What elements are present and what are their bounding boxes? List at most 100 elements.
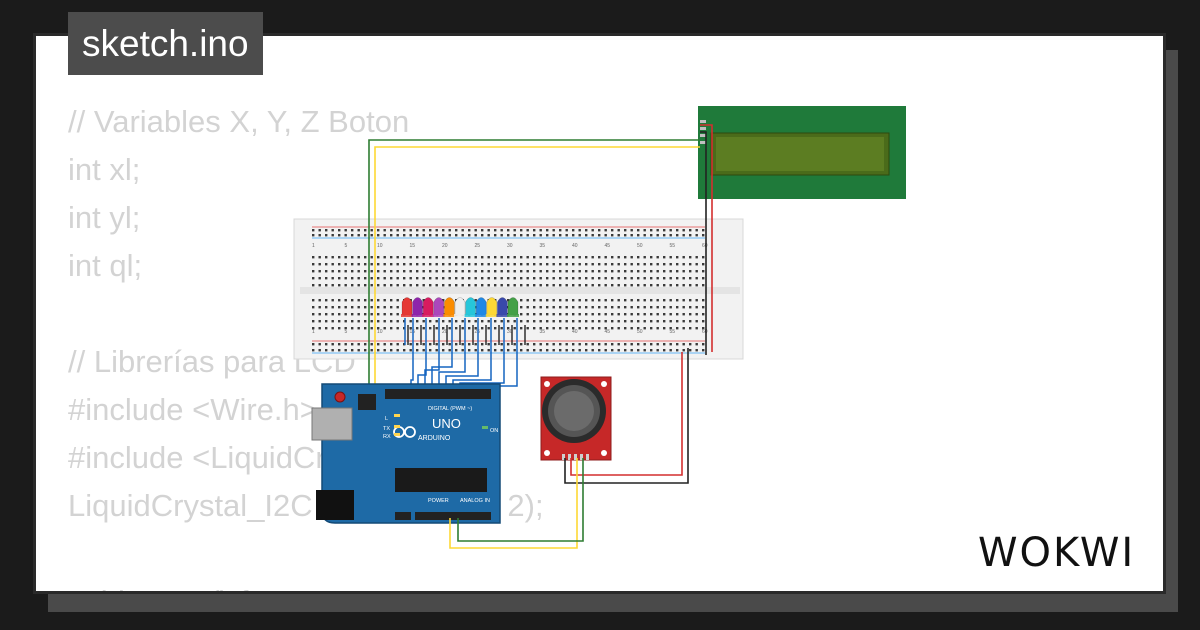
breadboard-hole — [533, 327, 536, 330]
breadboard-hole — [403, 327, 406, 330]
code-line: int xl; — [68, 152, 141, 187]
breadboard-hole — [565, 256, 568, 259]
breadboard-hole — [533, 349, 536, 352]
breadboard-hole — [539, 277, 542, 280]
breadboard-hole — [572, 270, 575, 273]
breadboard-hole — [364, 349, 367, 352]
breadboard-hole — [377, 327, 380, 330]
breadboard-column-number: 1 — [312, 329, 315, 335]
breadboard-hole — [611, 299, 614, 302]
breadboard-hole — [448, 229, 451, 232]
breadboard-hole — [546, 320, 549, 323]
breadboard-hole — [578, 306, 581, 309]
breadboard-hole — [455, 327, 458, 330]
breadboard-hole — [650, 313, 653, 316]
breadboard-hole — [611, 284, 614, 287]
breadboard-hole — [676, 299, 679, 302]
breadboard-hole — [507, 256, 510, 259]
breadboard-hole — [500, 234, 503, 237]
breadboard-hole — [455, 263, 458, 266]
breadboard-hole — [546, 229, 549, 232]
breadboard-hole — [669, 299, 672, 302]
breadboard-hole — [604, 343, 607, 346]
breadboard-hole — [682, 284, 685, 287]
breadboard-hole — [442, 343, 445, 346]
breadboard-hole — [468, 270, 471, 273]
tx-led-label: TX — [383, 426, 390, 432]
breadboard-hole — [513, 327, 516, 330]
breadboard-hole — [351, 320, 354, 323]
breadboard-hole — [591, 327, 594, 330]
breadboard-hole — [383, 234, 386, 237]
breadboard-hole — [695, 306, 698, 309]
breadboard-hole — [643, 349, 646, 352]
breadboard-hole — [617, 277, 620, 280]
breadboard-hole — [520, 299, 523, 302]
breadboard-hole — [409, 320, 412, 323]
breadboard-hole — [481, 270, 484, 273]
breadboard-hole — [578, 299, 581, 302]
led — [496, 297, 509, 317]
breadboard-hole — [578, 349, 581, 352]
breadboard-hole — [494, 320, 497, 323]
breadboard-hole — [546, 327, 549, 330]
breadboard-hole — [455, 343, 458, 346]
breadboard-hole — [702, 270, 705, 273]
breadboard-hole — [513, 270, 516, 273]
breadboard-hole — [520, 263, 523, 266]
breadboard-hole — [351, 327, 354, 330]
breadboard-column-number: 40 — [572, 243, 578, 249]
breadboard-hole — [611, 277, 614, 280]
breadboard-hole — [702, 234, 705, 237]
breadboard-hole — [481, 327, 484, 330]
breadboard-hole — [474, 306, 477, 309]
breadboard-hole — [611, 234, 614, 237]
breadboard-hole — [416, 270, 419, 273]
breadboard-hole — [669, 234, 672, 237]
breadboard-hole — [344, 284, 347, 287]
breadboard-hole — [669, 306, 672, 309]
breadboard-hole — [507, 270, 510, 273]
breadboard-hole — [676, 229, 679, 232]
breadboard-hole — [585, 234, 588, 237]
breadboard-hole — [617, 256, 620, 259]
breadboard-hole — [416, 343, 419, 346]
breadboard-hole — [695, 270, 698, 273]
breadboard-hole — [448, 263, 451, 266]
breadboard-hole — [442, 327, 445, 330]
breadboard-hole — [422, 320, 425, 323]
breadboard-column-number: 5 — [345, 243, 348, 249]
breadboard-hole — [312, 320, 315, 323]
breadboard-hole — [643, 327, 646, 330]
breadboard-hole — [494, 234, 497, 237]
breadboard-hole — [552, 263, 555, 266]
breadboard-hole — [546, 313, 549, 316]
breadboard-hole — [416, 256, 419, 259]
breadboard-hole — [325, 349, 328, 352]
breadboard-hole — [669, 256, 672, 259]
breadboard-hole — [650, 234, 653, 237]
breadboard-hole — [676, 270, 679, 273]
breadboard-hole — [663, 343, 666, 346]
breadboard-hole — [533, 313, 536, 316]
breadboard-hole — [474, 327, 477, 330]
breadboard-hole — [572, 256, 575, 259]
breadboard-hole — [351, 263, 354, 266]
breadboard-hole — [487, 256, 490, 259]
breadboard-hole — [572, 343, 575, 346]
breadboard-hole — [604, 320, 607, 323]
breadboard-hole — [383, 327, 386, 330]
breadboard-hole — [669, 320, 672, 323]
breadboard-hole — [663, 299, 666, 302]
breadboard-hole — [611, 327, 614, 330]
breadboard-hole — [390, 263, 393, 266]
breadboard-hole — [637, 263, 640, 266]
breadboard-hole — [390, 277, 393, 280]
breadboard-hole — [598, 270, 601, 273]
breadboard-hole — [461, 284, 464, 287]
breadboard-hole — [663, 277, 666, 280]
breadboard-hole — [533, 277, 536, 280]
breadboard-hole — [461, 234, 464, 237]
breadboard-hole — [403, 277, 406, 280]
on-led-label: ON — [490, 428, 498, 434]
